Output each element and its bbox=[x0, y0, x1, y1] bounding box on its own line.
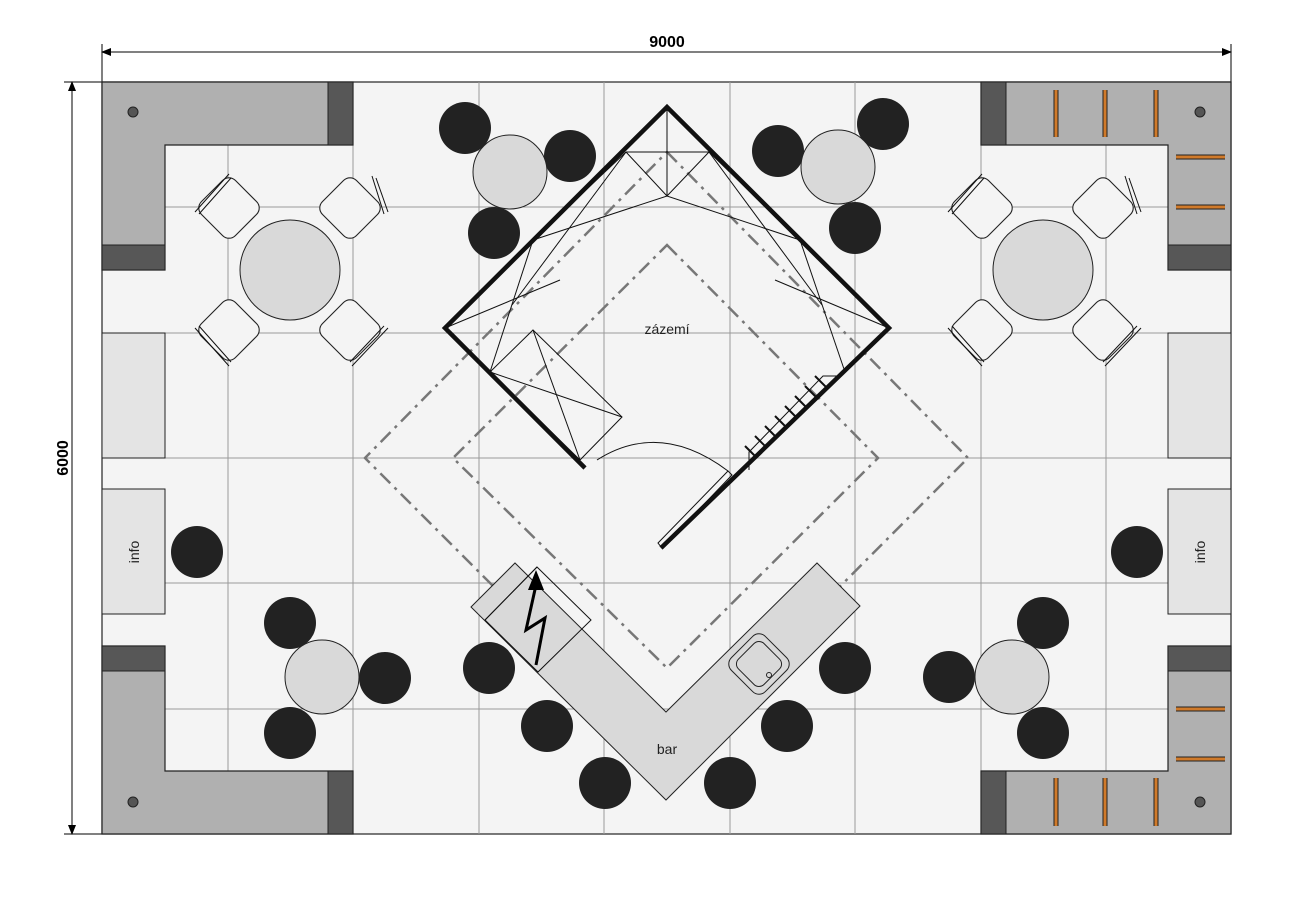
ladder-icon bbox=[744, 375, 842, 470]
width-label: 9000 bbox=[649, 34, 685, 51]
info-panel-right: info bbox=[1167, 488, 1232, 615]
bar-label: bar bbox=[657, 741, 678, 757]
width-dimension: 9000 bbox=[101, 34, 1232, 82]
storage-room: zázemí bbox=[441, 103, 893, 550]
counter-top-right bbox=[980, 81, 1232, 271]
info-label: info bbox=[1192, 541, 1208, 564]
height-dimension: 6000 bbox=[55, 81, 102, 835]
post-icon bbox=[127, 796, 139, 808]
lounge-table-right bbox=[947, 173, 1142, 367]
info-panel-left: info bbox=[101, 488, 166, 615]
wall-panel-right bbox=[1167, 332, 1232, 459]
bar-counter: bar bbox=[463, 562, 871, 809]
power-icon bbox=[523, 584, 548, 666]
post-icon bbox=[1194, 106, 1206, 118]
height-label: 6000 bbox=[55, 440, 72, 476]
counter-bottom-right bbox=[980, 645, 1232, 835]
post-icon bbox=[1194, 796, 1206, 808]
stool bbox=[171, 526, 223, 578]
info-label: info bbox=[126, 541, 142, 564]
table-top-right bbox=[752, 98, 909, 254]
shelf-lights bbox=[1053, 706, 1225, 826]
stand-outline-inner bbox=[451, 243, 880, 670]
lounge-table-left bbox=[194, 173, 389, 367]
stand-outline-outer bbox=[363, 150, 970, 762]
counter-bottom-left bbox=[101, 645, 354, 835]
stool bbox=[1111, 526, 1163, 578]
sink-icon bbox=[728, 633, 790, 695]
wall-panel-left bbox=[101, 332, 166, 459]
post-icon bbox=[127, 106, 139, 118]
table-bottom-left bbox=[264, 597, 411, 759]
table-top-left bbox=[439, 102, 596, 259]
counter-top-left bbox=[101, 81, 354, 271]
storage-label: zázemí bbox=[644, 321, 689, 337]
table-bottom-right bbox=[923, 597, 1069, 759]
shelf-lights bbox=[1053, 90, 1225, 210]
